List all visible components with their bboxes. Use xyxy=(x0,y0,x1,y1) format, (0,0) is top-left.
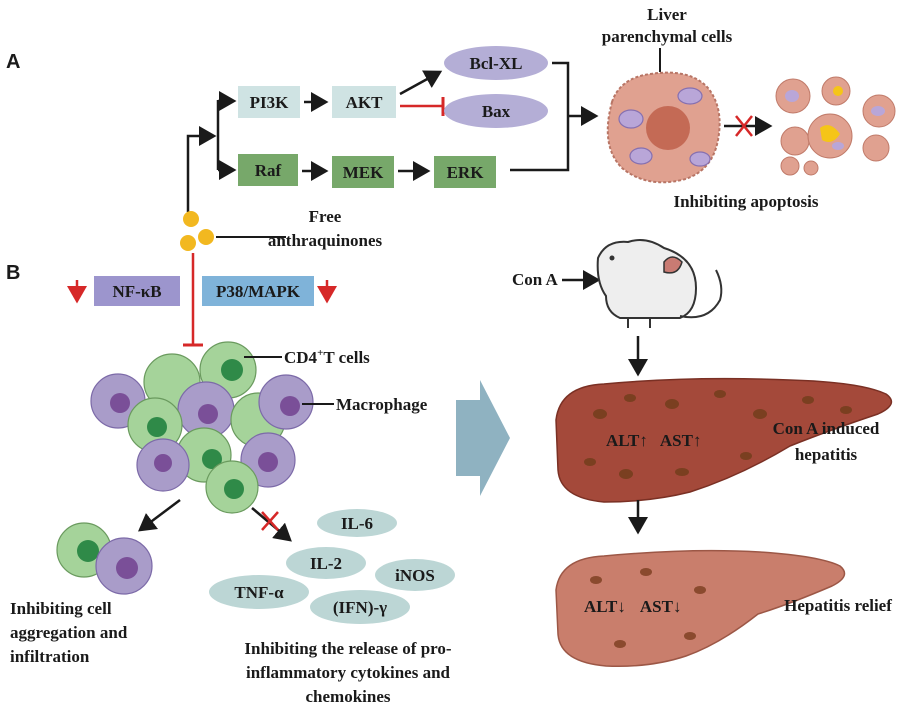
liver-cells-label-2: parenchymal cells xyxy=(602,27,733,46)
macrophage-label: Macrophage xyxy=(336,395,428,414)
nfkb-label: NF-κB xyxy=(112,282,161,301)
cd4-label: CD4+T cells xyxy=(284,347,370,367)
cytokine-ifn-label: (IFN)-γ xyxy=(333,598,387,617)
anthraquinones-label-1: Free xyxy=(309,207,342,226)
inhibit-release-line-2: inflammatory cytokines and xyxy=(246,663,451,682)
cytokine-tnf xyxy=(209,575,309,609)
anthraquinone-molecules-icon xyxy=(180,211,214,251)
apoptotic-bodies xyxy=(775,76,896,176)
akt-label: AKT xyxy=(346,93,384,112)
cytokine-tnf-label: TNF-α xyxy=(234,583,284,602)
p38-box xyxy=(202,276,314,306)
anthraquinones-label-2: anthraquinones xyxy=(268,231,383,250)
liver-parenchymal-cell xyxy=(606,71,721,184)
apoptosis-block-x-icon xyxy=(735,115,753,137)
mouse-icon xyxy=(596,239,723,328)
liver-cells-label-1: Liver xyxy=(647,5,687,24)
immune-cell-cluster xyxy=(90,341,314,514)
cytokine-ifn xyxy=(310,590,410,624)
inhibit-aggregation-line-2: aggregation and xyxy=(10,623,128,642)
cytokine-il2-label: IL-2 xyxy=(310,554,342,573)
con-a-hepatitis-line-1: Con A induced xyxy=(773,419,880,438)
inhibiting-apoptosis-label: Inhibiting apoptosis xyxy=(673,192,818,211)
liver-relieved xyxy=(555,549,846,668)
inhibit-aggregation-line-1: Inhibiting cell xyxy=(10,599,112,618)
bax-label: Bax xyxy=(482,102,511,121)
cytokine-il2 xyxy=(286,547,366,579)
raf-label: Raf xyxy=(255,161,282,180)
akt-box xyxy=(332,86,396,118)
trunk-line xyxy=(186,126,217,212)
con-a-hepatitis-line-2: hepatitis xyxy=(795,445,858,464)
liver-top-markers: ALT↑AST↑ xyxy=(606,431,701,450)
inhibit-aggregation-line-3: infiltration xyxy=(10,647,90,666)
panel-label-a: A xyxy=(6,51,20,73)
separated-cells xyxy=(56,522,153,595)
cytokine-il6-label: IL-6 xyxy=(341,514,373,533)
pi3k-box xyxy=(238,86,300,118)
big-block-arrow xyxy=(456,380,510,496)
nfkb-box xyxy=(94,276,180,306)
erk-label: ERK xyxy=(447,163,485,182)
bclxl-label: Bcl-XL xyxy=(470,54,523,73)
inhibit-release-line-1: Inhibiting the release of pro- xyxy=(244,639,451,658)
liver-inflamed xyxy=(555,377,893,503)
hepatitis-relief-label: Hepatitis relief xyxy=(784,596,892,615)
bax-ellipse xyxy=(444,94,548,128)
cytokine-inos-label: iNOS xyxy=(395,566,435,585)
bclxl-ellipse xyxy=(444,46,548,80)
erk-box xyxy=(434,156,496,188)
mek-box xyxy=(332,156,394,188)
con-a-label: Con A xyxy=(512,270,559,289)
cytokine-il6 xyxy=(317,509,397,537)
cytokine-block-x-icon xyxy=(261,511,279,531)
liver-bottom-markers: ALT↓AST↓ xyxy=(584,597,681,616)
panel-label-b: B xyxy=(6,262,20,284)
p38-label: P38/MAPK xyxy=(216,282,301,301)
pi3k-label: PI3K xyxy=(250,93,290,112)
to-aggregation-arrow xyxy=(138,499,181,532)
inhibit-release-line-3: chemokines xyxy=(306,687,391,706)
raf-box xyxy=(238,154,298,186)
cytokine-inos xyxy=(375,559,455,591)
mek-label: MEK xyxy=(343,163,384,182)
akt-to-bclxl-arrow xyxy=(399,70,443,96)
